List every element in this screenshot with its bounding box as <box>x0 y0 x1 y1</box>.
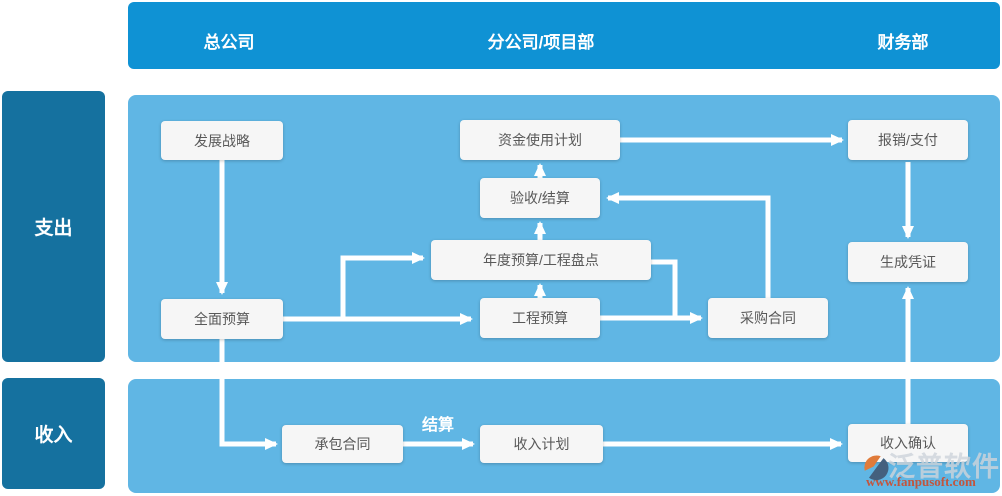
flow-node-development-strategy: 发展战略 <box>161 121 283 160</box>
watermark: 泛普软件 www.fanpusoft.com <box>858 445 1002 493</box>
flow-node-reimbursement-payment: 报销/支付 <box>848 120 968 160</box>
flow-node-fund-usage-plan: 资金使用计划 <box>460 120 620 160</box>
lane-label-expense: 支出 <box>2 91 105 362</box>
watermark-brand: 泛普软件 <box>888 452 1000 482</box>
flow-node-overall-budget: 全面预算 <box>161 299 283 339</box>
fanpu-logo-icon <box>864 455 889 481</box>
flow-node-contracting-contract: 承包合同 <box>282 425 403 463</box>
flow-node-generate-voucher: 生成凭证 <box>848 242 968 282</box>
watermark-url: www.fanpusoft.com <box>866 474 976 489</box>
column-header-head-office: 总公司 <box>203 33 255 52</box>
flow-node-acceptance-settlement: 验收/结算 <box>480 178 600 218</box>
edge-label-settlement: 结算 <box>421 417 455 434</box>
flow-node-income-plan: 收入计划 <box>480 425 603 463</box>
header-bar: 总公司 分公司/项目部 财务部 <box>128 2 1000 69</box>
flow-node-annual-budget-inventory: 年度预算/工程盘点 <box>431 240 651 280</box>
flow-node-project-budget: 工程预算 <box>480 298 600 338</box>
flow-node-income-confirmation: 收入确认 <box>848 424 968 462</box>
flow-node-purchase-contract: 采购合同 <box>708 298 828 338</box>
lane-label-income: 收入 <box>2 378 105 489</box>
column-header-finance-dept: 财务部 <box>877 33 929 52</box>
column-header-branch-project-dept: 分公司/项目部 <box>487 33 595 52</box>
